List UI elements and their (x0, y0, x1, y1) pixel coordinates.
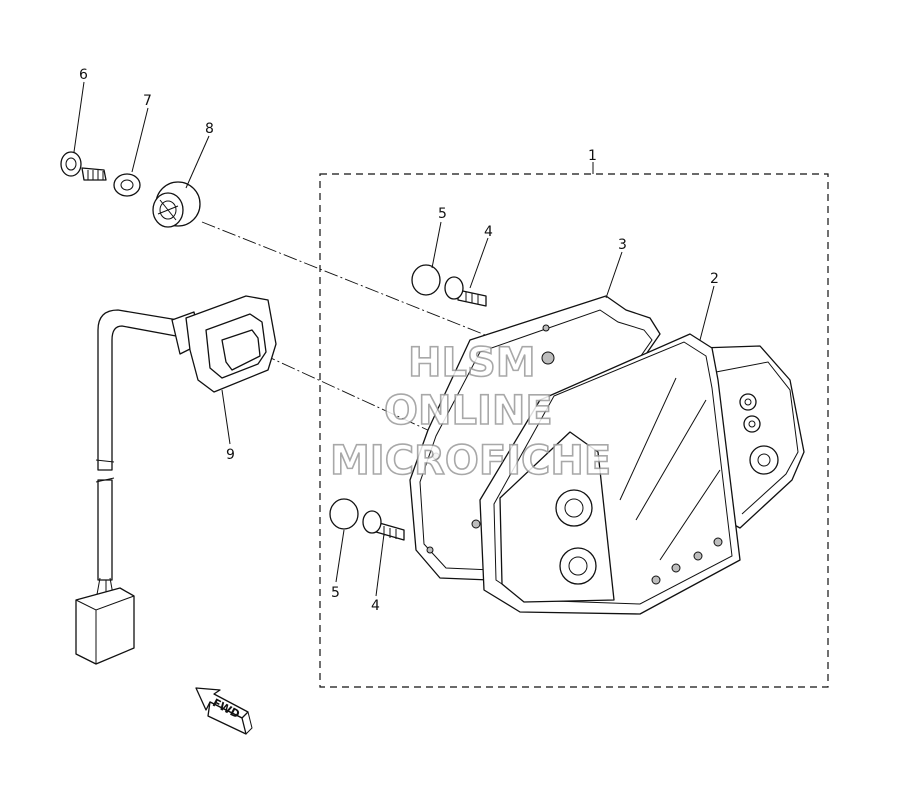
watermark: HLSM ONLINE MICROFICHE (329, 339, 612, 485)
callout-8: 8 (205, 121, 214, 137)
grommet-part-8[interactable] (152, 181, 201, 228)
assembly-boundary (319, 173, 829, 688)
fwd-direction-arrow: FWD (195, 687, 253, 735)
callout-4-top: 4 (484, 224, 493, 240)
watermark-line-2: ONLINE (384, 388, 553, 434)
meter-housing-part-2[interactable] (471, 333, 805, 615)
callout-5-top: 5 (438, 206, 447, 222)
leader-lines (73, 81, 715, 597)
callout-4-bottom: 4 (371, 598, 380, 614)
bolt-part-6[interactable] (60, 151, 107, 181)
cap-part-5-bottom[interactable] (329, 498, 359, 530)
cap-part-5-top[interactable] (411, 264, 441, 296)
screw-part-4-top[interactable] (444, 276, 487, 307)
callout-5-bottom: 5 (331, 585, 340, 601)
indicator-light-part-9[interactable] (75, 295, 277, 665)
watermark-line-3: MICROFICHE (330, 438, 611, 484)
callout-2: 2 (710, 271, 719, 287)
callout-9: 9 (226, 447, 235, 463)
callout-3: 3 (618, 237, 627, 253)
watermark-line-1: HLSM (408, 340, 536, 386)
screw-part-4-bottom[interactable] (362, 510, 405, 541)
alignment-line-bottom (261, 353, 433, 433)
callout-7: 7 (143, 93, 152, 109)
callout-6: 6 (79, 67, 88, 83)
callout-1: 1 (588, 148, 597, 164)
washer-part-7[interactable] (113, 173, 141, 197)
